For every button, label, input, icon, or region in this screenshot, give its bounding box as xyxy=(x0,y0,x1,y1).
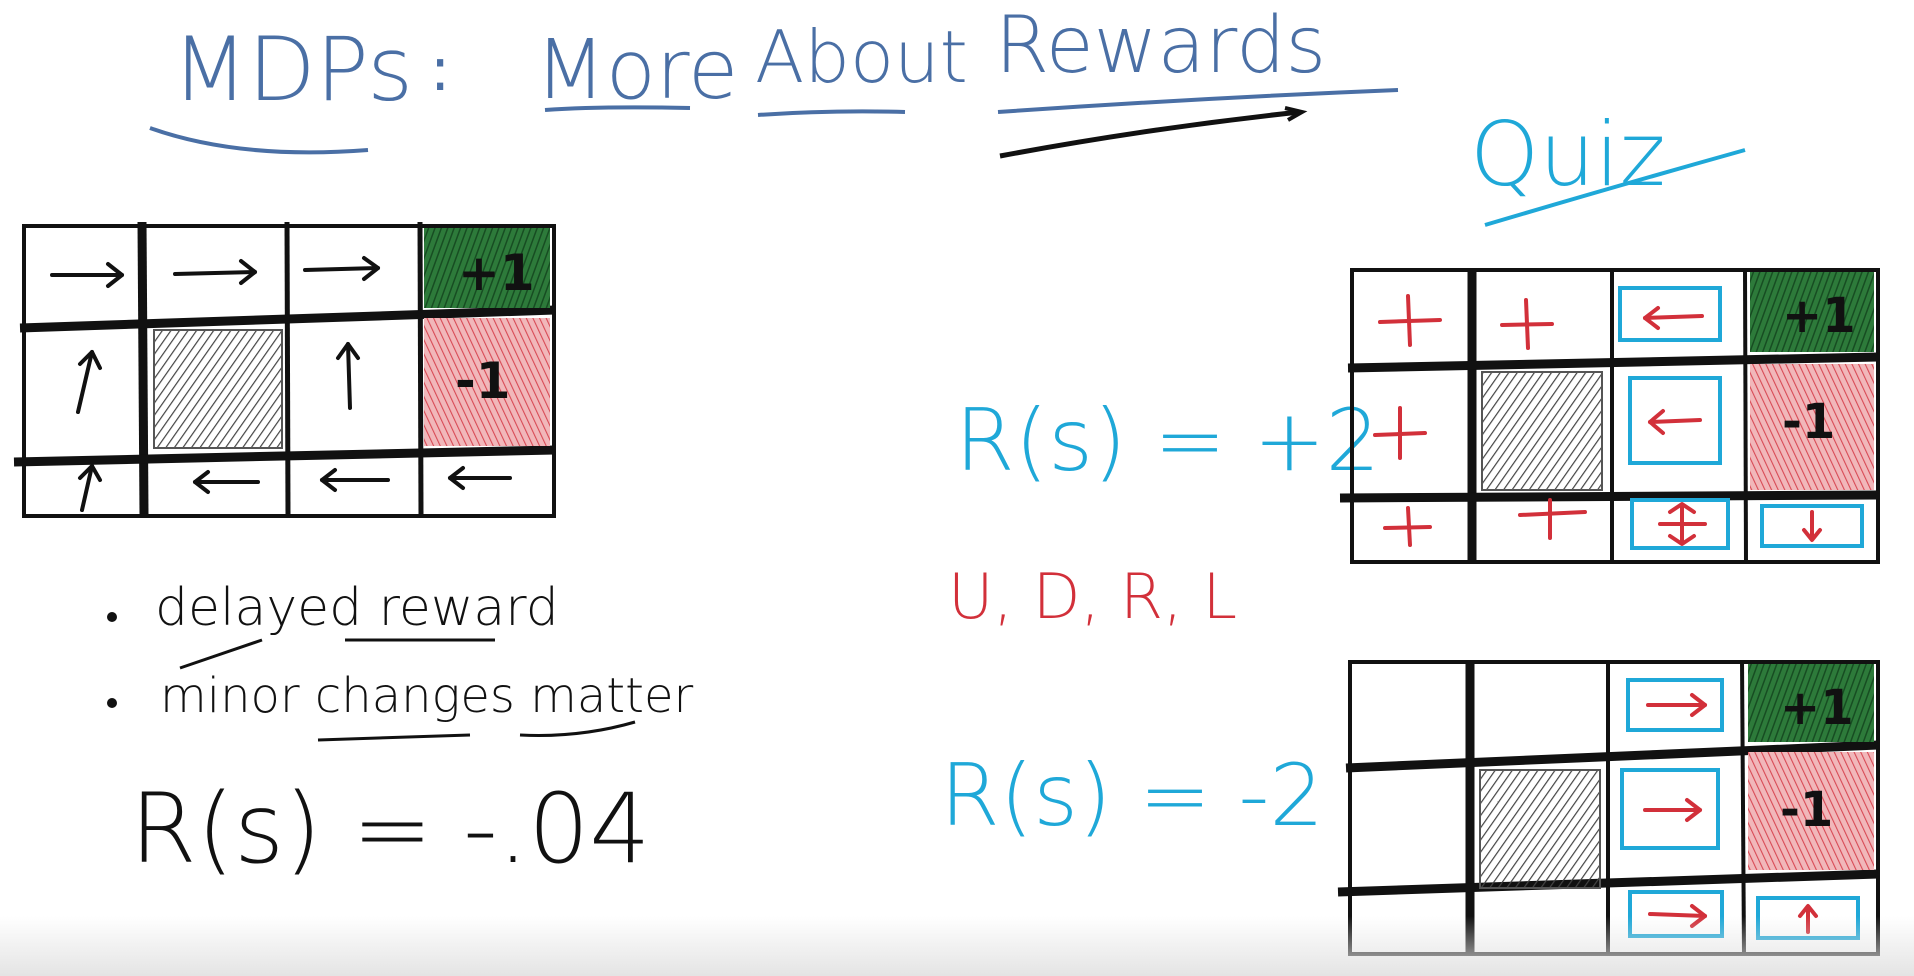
reward-eq-main: R(s) = -.04 xyxy=(130,773,650,885)
arrow-left-icon xyxy=(448,466,512,490)
title: MDPs : More About Rewards xyxy=(149,1,1399,159)
plus-mark xyxy=(1378,294,1442,347)
note-stroke xyxy=(179,638,263,670)
quiz2-pit-label: -1 xyxy=(1780,782,1833,838)
quiz-underline xyxy=(1484,148,1746,227)
title-mdps: MDPs xyxy=(172,18,413,121)
plus-mark xyxy=(1383,506,1432,547)
arrow-any-icon xyxy=(1658,502,1707,546)
arrow-right-icon xyxy=(303,256,380,281)
reward-eq-quiz1: R(s) = +2 xyxy=(955,391,1380,491)
reward-eq-quiz2: R(s) = -2 xyxy=(940,746,1324,846)
arrow-up-icon xyxy=(78,464,102,512)
main-gridworld: +1 -1 xyxy=(13,221,556,518)
arrow-right-icon xyxy=(1643,798,1702,822)
arrow-left-icon xyxy=(320,468,390,492)
quiz1-action-box xyxy=(1760,504,1864,548)
quiz1-grid-hline xyxy=(1339,490,1879,503)
arrow-right-icon xyxy=(173,259,257,285)
arrow-right-icon xyxy=(1646,693,1707,717)
main-goal-cell xyxy=(424,228,550,308)
underline-more xyxy=(544,105,691,112)
quiz2-action-box xyxy=(1626,678,1724,732)
quiz2-pit-cell xyxy=(1748,752,1874,870)
notes: delayed reward minor changes matter R(s)… xyxy=(107,578,693,885)
quiz1-wall-cell xyxy=(1481,371,1603,491)
main-wall-cell xyxy=(153,329,283,449)
plus-mark xyxy=(1518,498,1587,540)
quiz2-wall-cell xyxy=(1479,769,1601,889)
underline-about xyxy=(757,109,906,117)
quiz1-goal-cell xyxy=(1750,272,1874,352)
underline-arrowhead xyxy=(1284,106,1308,122)
main-grid-vline xyxy=(137,221,149,516)
underline-changes xyxy=(317,733,471,742)
quiz1-action-box xyxy=(1618,286,1722,342)
bullet-dot xyxy=(107,698,117,708)
quiz1-grid-vline xyxy=(1743,267,1748,563)
quiz1-action-box xyxy=(1628,376,1722,465)
quiz2-grid-hline xyxy=(1337,869,1879,897)
main-grid-hline xyxy=(13,445,556,467)
quiz-label: Quiz xyxy=(1470,103,1666,206)
arrow-left-icon xyxy=(1643,306,1704,330)
title-colon: : xyxy=(430,35,450,105)
underline-matter xyxy=(519,720,636,737)
quiz2-goal-label: +1 xyxy=(1780,680,1854,736)
quiz1-action-box xyxy=(1630,498,1730,550)
quiz1-gridworld: +1 -1 xyxy=(1339,267,1880,564)
arrow-right-icon xyxy=(50,262,124,288)
underline-mdps xyxy=(149,126,369,155)
main-grid-hline xyxy=(19,305,556,333)
arrow-down-icon xyxy=(1802,510,1822,542)
quiz1-pit-label: -1 xyxy=(1782,394,1835,450)
actions-text: U, D, R, L xyxy=(948,560,1237,633)
note-minor-changes-matter: minor changes matter xyxy=(160,668,693,724)
main-pit-cell xyxy=(424,318,550,446)
arrow-up-icon xyxy=(336,342,360,410)
arrow-left-icon xyxy=(1648,409,1702,435)
plus-mark xyxy=(1500,298,1554,350)
main-goal-label: +1 xyxy=(458,244,535,302)
quiz2-goal-cell xyxy=(1748,664,1874,742)
note-delayed-reward: delayed reward xyxy=(155,578,559,638)
quiz2-gridworld: +1 -1 xyxy=(1337,659,1880,956)
underline-rewards-black xyxy=(999,109,1301,159)
quiz1-goal-label: +1 xyxy=(1782,288,1856,344)
quiz1-pit-cell xyxy=(1750,364,1874,490)
quiz1-grid-border xyxy=(1350,268,1880,564)
quiz1-grid-hline xyxy=(1347,352,1879,373)
quiz2-action-box xyxy=(1620,768,1720,850)
plus-mark xyxy=(1373,406,1427,460)
arrow-up-icon xyxy=(76,350,102,414)
quiz2-grid-vline xyxy=(1740,659,1746,955)
title-more: More xyxy=(535,23,738,118)
main-pit-label: -1 xyxy=(455,352,511,410)
bottom-shadow xyxy=(0,916,1914,976)
arrow-left-icon xyxy=(193,470,260,494)
main-grid-vline xyxy=(284,221,291,516)
underline-rewards xyxy=(997,88,1399,114)
title-rewards: Rewards xyxy=(995,1,1326,91)
title-about: About xyxy=(755,15,968,99)
main-grid-vline xyxy=(417,221,424,516)
quiz2-grid-hline xyxy=(1345,740,1879,773)
bullet-dot xyxy=(107,612,117,622)
